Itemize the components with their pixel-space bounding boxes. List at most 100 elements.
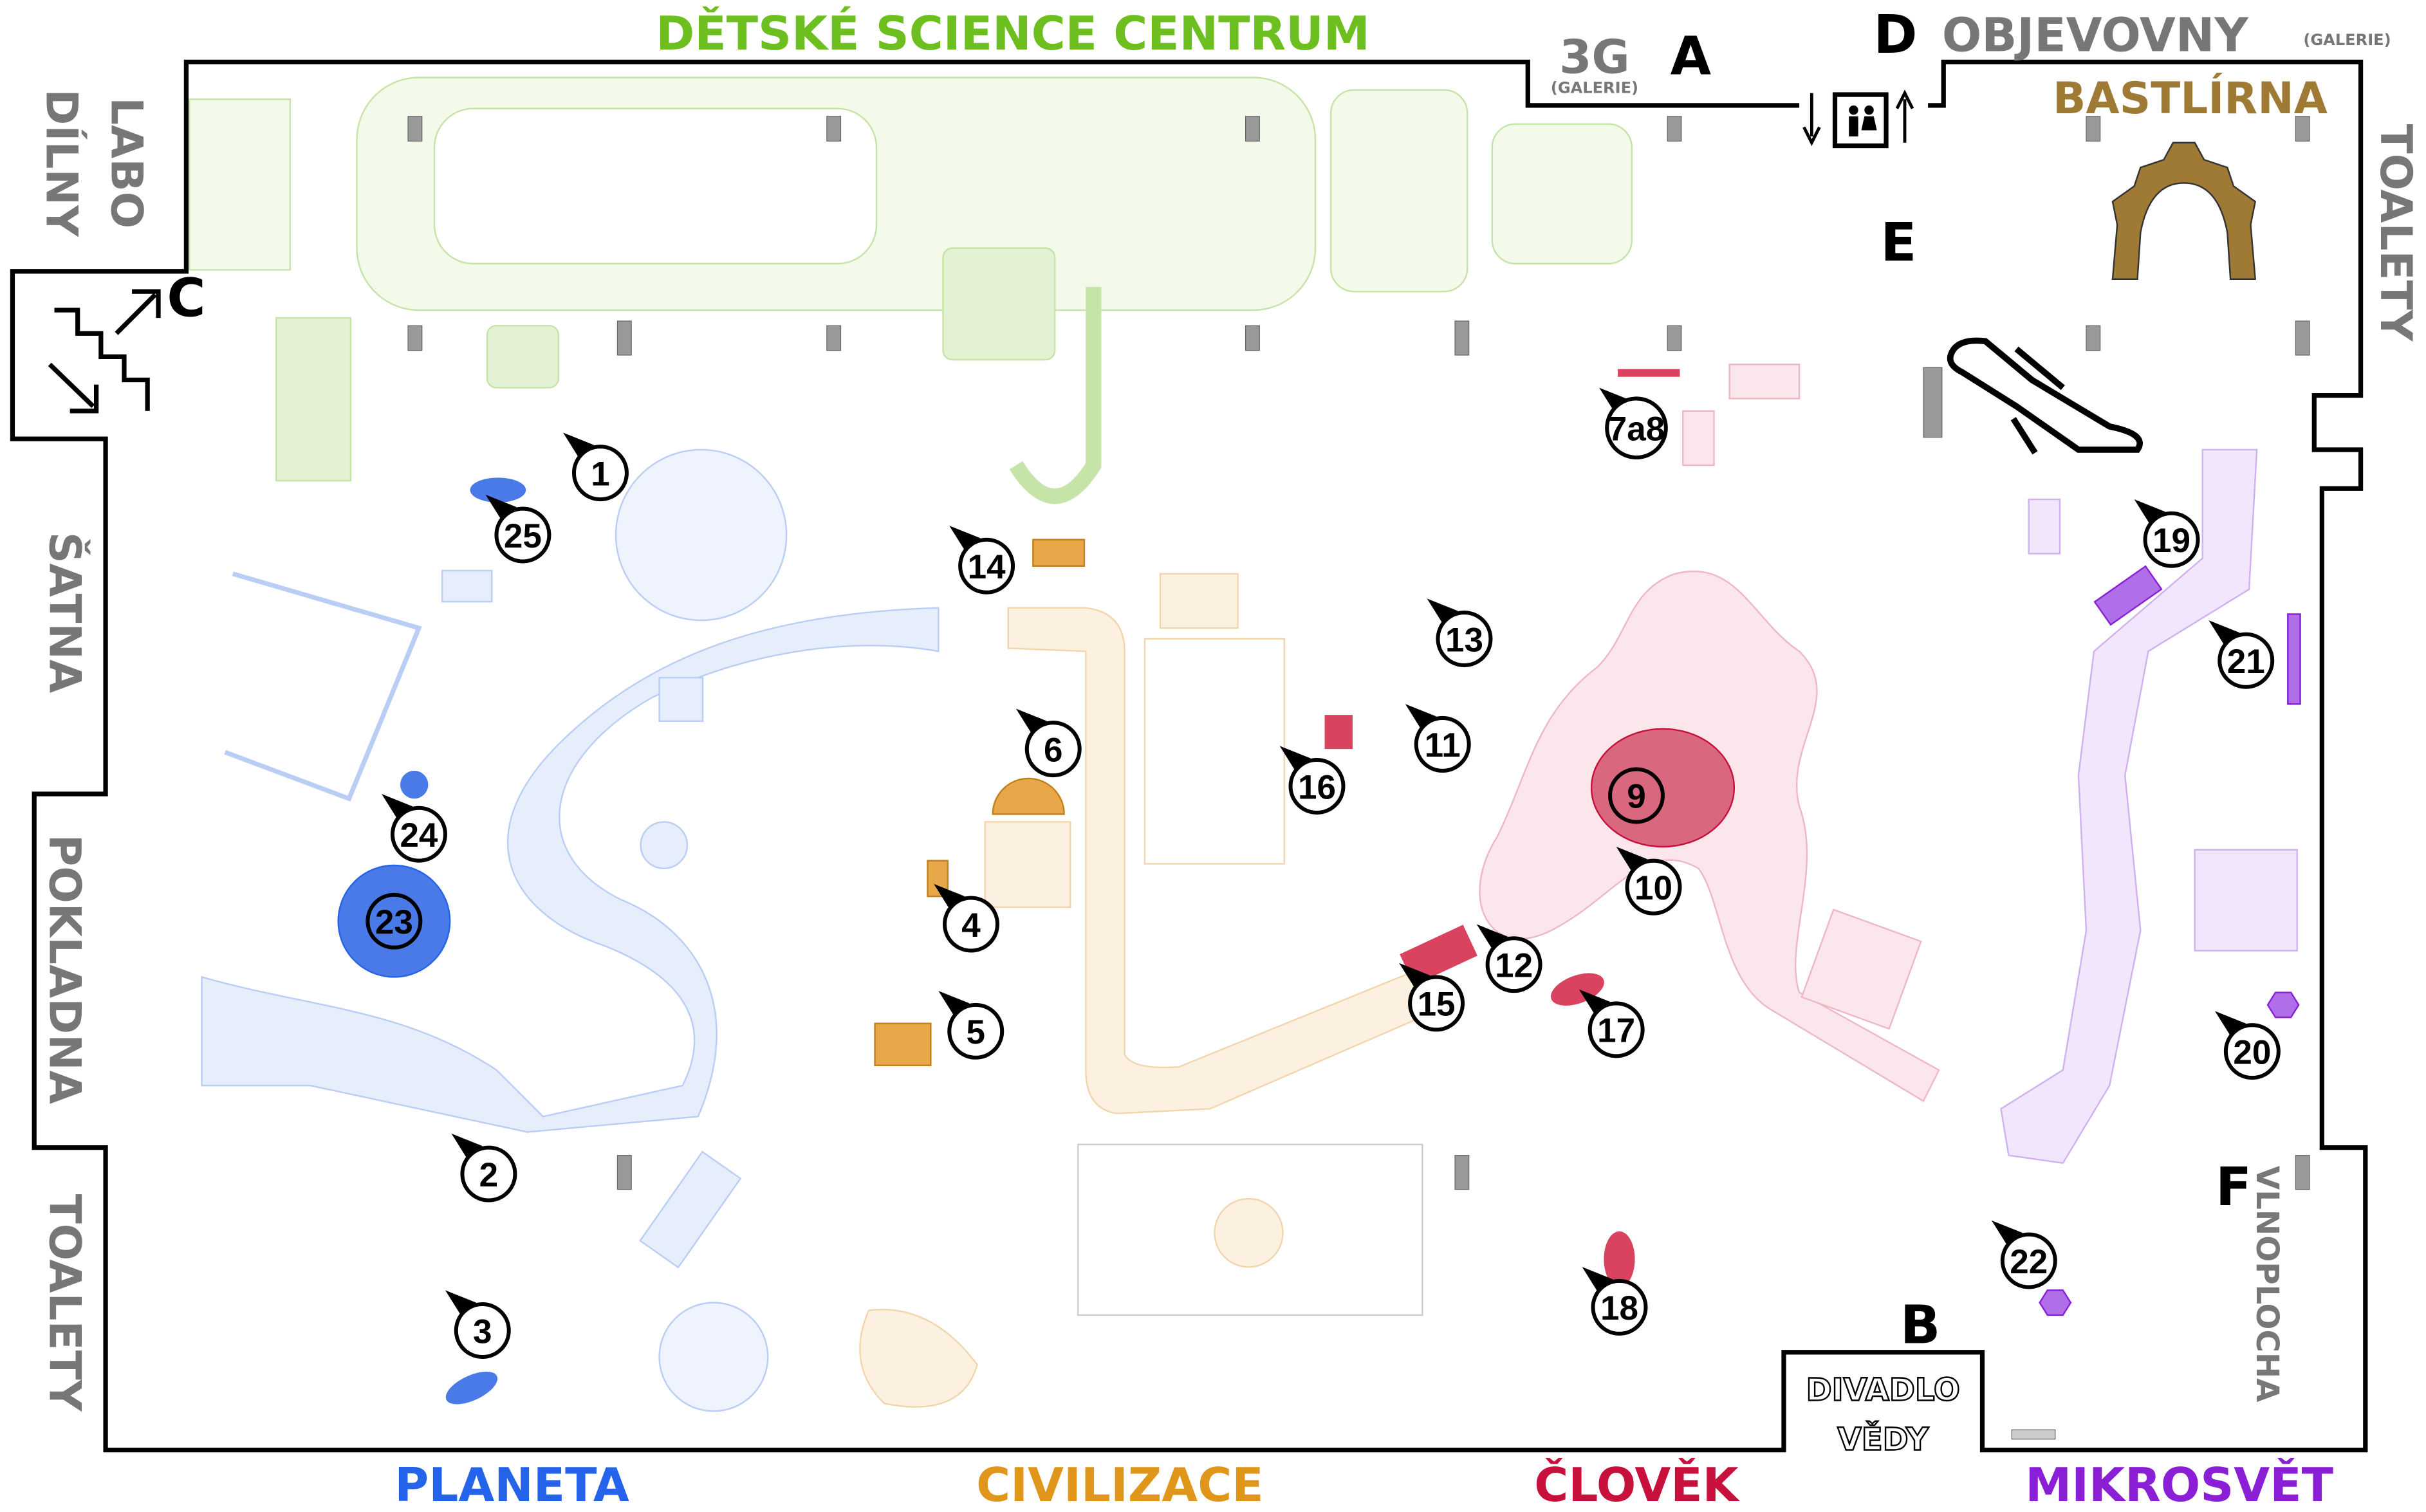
exhibit-marker-14[interactable]: 14 xyxy=(949,526,1015,595)
exhibit-marker-19[interactable]: 19 xyxy=(2134,499,2200,568)
marker-number: 25 xyxy=(504,517,542,555)
exhibit-marker-23[interactable]: 23 xyxy=(366,892,423,950)
civilizace-area xyxy=(859,573,1444,1408)
marker-number: 20 xyxy=(2233,1033,2271,1071)
zone-label-mikrosvet: MIKROSVĚT xyxy=(2025,1457,2333,1512)
exhibit-marker-24[interactable]: 24 xyxy=(382,794,447,863)
exhibit-marker-5[interactable]: 5 xyxy=(938,991,1005,1060)
highlights xyxy=(337,369,2301,1405)
clovek-area xyxy=(1479,364,1940,1102)
marker-number: 5 xyxy=(966,1013,985,1051)
exhibit-marker-16[interactable]: 16 xyxy=(1279,746,1346,815)
marker-number: 12 xyxy=(1495,946,1533,984)
zone-label-objevovny: OBJEVOVNY xyxy=(1942,9,2250,63)
marker-circle xyxy=(1414,715,1471,773)
marker-circle xyxy=(1288,758,1346,815)
marker-number: 19 xyxy=(2153,522,2190,560)
exhibit-marker-2[interactable]: 2 xyxy=(451,1133,517,1203)
exhibit-marker-7a8[interactable]: 7a8 xyxy=(1599,387,1668,460)
marker-number: 10 xyxy=(1634,869,1672,907)
zone-label-vlnoplocha: VLNOPLOCHA xyxy=(2249,1166,2285,1403)
exhibit-marker-13[interactable]: 13 xyxy=(1427,598,1493,668)
exhibit-marker-21[interactable]: 21 xyxy=(2208,620,2275,689)
exhibit-marker-20[interactable]: 20 xyxy=(2215,1011,2281,1080)
zone-label-planeta: PLANETA xyxy=(394,1459,629,1512)
exhibit-marker-1[interactable]: 1 xyxy=(563,432,629,502)
zone-label-clovek: ČLOVĚK xyxy=(1534,1457,1740,1512)
marker-circle xyxy=(1605,396,1668,460)
marker-number: 7a8 xyxy=(1608,410,1665,448)
marker-number: 17 xyxy=(1597,1012,1635,1050)
exhibit-marker-17[interactable]: 17 xyxy=(1579,989,1645,1058)
zone-label-divadlo: DIVADLO xyxy=(1806,1372,1960,1408)
marker-circle xyxy=(390,806,447,863)
marker-circle xyxy=(494,506,551,564)
marker-number: 4 xyxy=(961,907,981,945)
marker-circle xyxy=(454,1302,511,1359)
exhibit-marker-3[interactable]: 3 xyxy=(445,1290,511,1359)
exhibit-marker-10[interactable]: 10 xyxy=(1616,847,1682,916)
exhibit-marker-12[interactable]: 12 xyxy=(1476,924,1542,993)
marker-circle xyxy=(947,1002,1005,1060)
marker-number: 2 xyxy=(479,1156,499,1194)
marker-number: 15 xyxy=(1418,986,1456,1024)
entrance-e: E xyxy=(1880,212,1916,273)
escalator-icon xyxy=(1947,337,2143,455)
zone-label-vedy: VĚDY xyxy=(1837,1421,1929,1458)
marker-circle xyxy=(2143,511,2200,568)
marker-number: 6 xyxy=(1044,731,1063,769)
exhibit-marker-25[interactable]: 25 xyxy=(485,494,551,564)
marker-number: 21 xyxy=(2227,643,2265,681)
marker-circle xyxy=(943,896,999,953)
zone-label-toalety-left: TOALETY xyxy=(39,1194,90,1412)
zone-label-3g-sub: (GALERIE) xyxy=(1551,79,1638,97)
marker-number: 1 xyxy=(591,455,609,493)
marker-circle xyxy=(958,537,1015,595)
stairs-icon xyxy=(48,289,161,414)
mikrosvet-area xyxy=(2000,448,2298,1164)
exhibit-marker-9[interactable]: 9 xyxy=(1608,767,1665,824)
exhibit-marker-15[interactable]: 15 xyxy=(1399,963,1465,1032)
marker-circle xyxy=(1024,721,1082,778)
zone-label-dsc: DĚTSKÉ SCIENCE CENTRUM xyxy=(656,6,1369,61)
entrance-b: B xyxy=(1900,1295,1940,1356)
zone-label-bastlirna: BASTLÍRNA xyxy=(2053,73,2328,124)
marker-circle xyxy=(366,892,423,950)
columns xyxy=(407,116,2310,1440)
exhibit-marker-11[interactable]: 11 xyxy=(1405,704,1471,773)
exhibit-marker-6[interactable]: 6 xyxy=(1015,708,1082,778)
marker-number: 3 xyxy=(473,1313,492,1351)
marker-number: 16 xyxy=(1298,768,1336,806)
marker-circle xyxy=(1588,1001,1645,1058)
zone-label-objevovny-sub: (GALERIE) xyxy=(2303,31,2391,49)
exhibit-marker-22[interactable]: 22 xyxy=(1991,1220,2057,1289)
entrance-d: D xyxy=(1874,5,1918,66)
marker-circle xyxy=(1485,936,1542,993)
marker-number: 18 xyxy=(1600,1289,1638,1327)
marker-number: 24 xyxy=(400,816,438,854)
marker-pointer-icon xyxy=(1405,704,1437,729)
zone-label-dilny: DÍLNY xyxy=(36,89,87,237)
marker-circle xyxy=(2223,1023,2281,1080)
exhibit-marker-18[interactable]: 18 xyxy=(1582,1267,1648,1336)
marker-circle xyxy=(1436,611,1493,668)
marker-circle xyxy=(460,1145,517,1203)
marker-circle xyxy=(1408,975,1465,1032)
zone-label-toalety-right: TOALETY xyxy=(2371,124,2421,342)
zone-label-3g: 3G xyxy=(1559,30,1630,84)
marker-number: 23 xyxy=(375,903,413,941)
entrance-a: A xyxy=(1671,26,1712,88)
marker-circle xyxy=(571,445,629,502)
marker-circle xyxy=(1608,767,1665,824)
marker-circle xyxy=(2218,632,2275,689)
marker-number: 11 xyxy=(1425,726,1461,764)
marker-number: 22 xyxy=(2010,1243,2048,1281)
outer-wall xyxy=(10,59,2368,1453)
dsc-area xyxy=(189,77,1633,504)
zone-label-satna: ŠATNA xyxy=(39,532,90,693)
exhibit-markers: 1234567a89101112131415161718192021222324… xyxy=(366,387,2281,1359)
zone-label-pokladna: POKLADNA xyxy=(39,834,90,1104)
exhibit-marker-4[interactable]: 4 xyxy=(934,883,999,953)
planeta-area xyxy=(201,448,940,1412)
marker-circle xyxy=(2000,1232,2057,1289)
